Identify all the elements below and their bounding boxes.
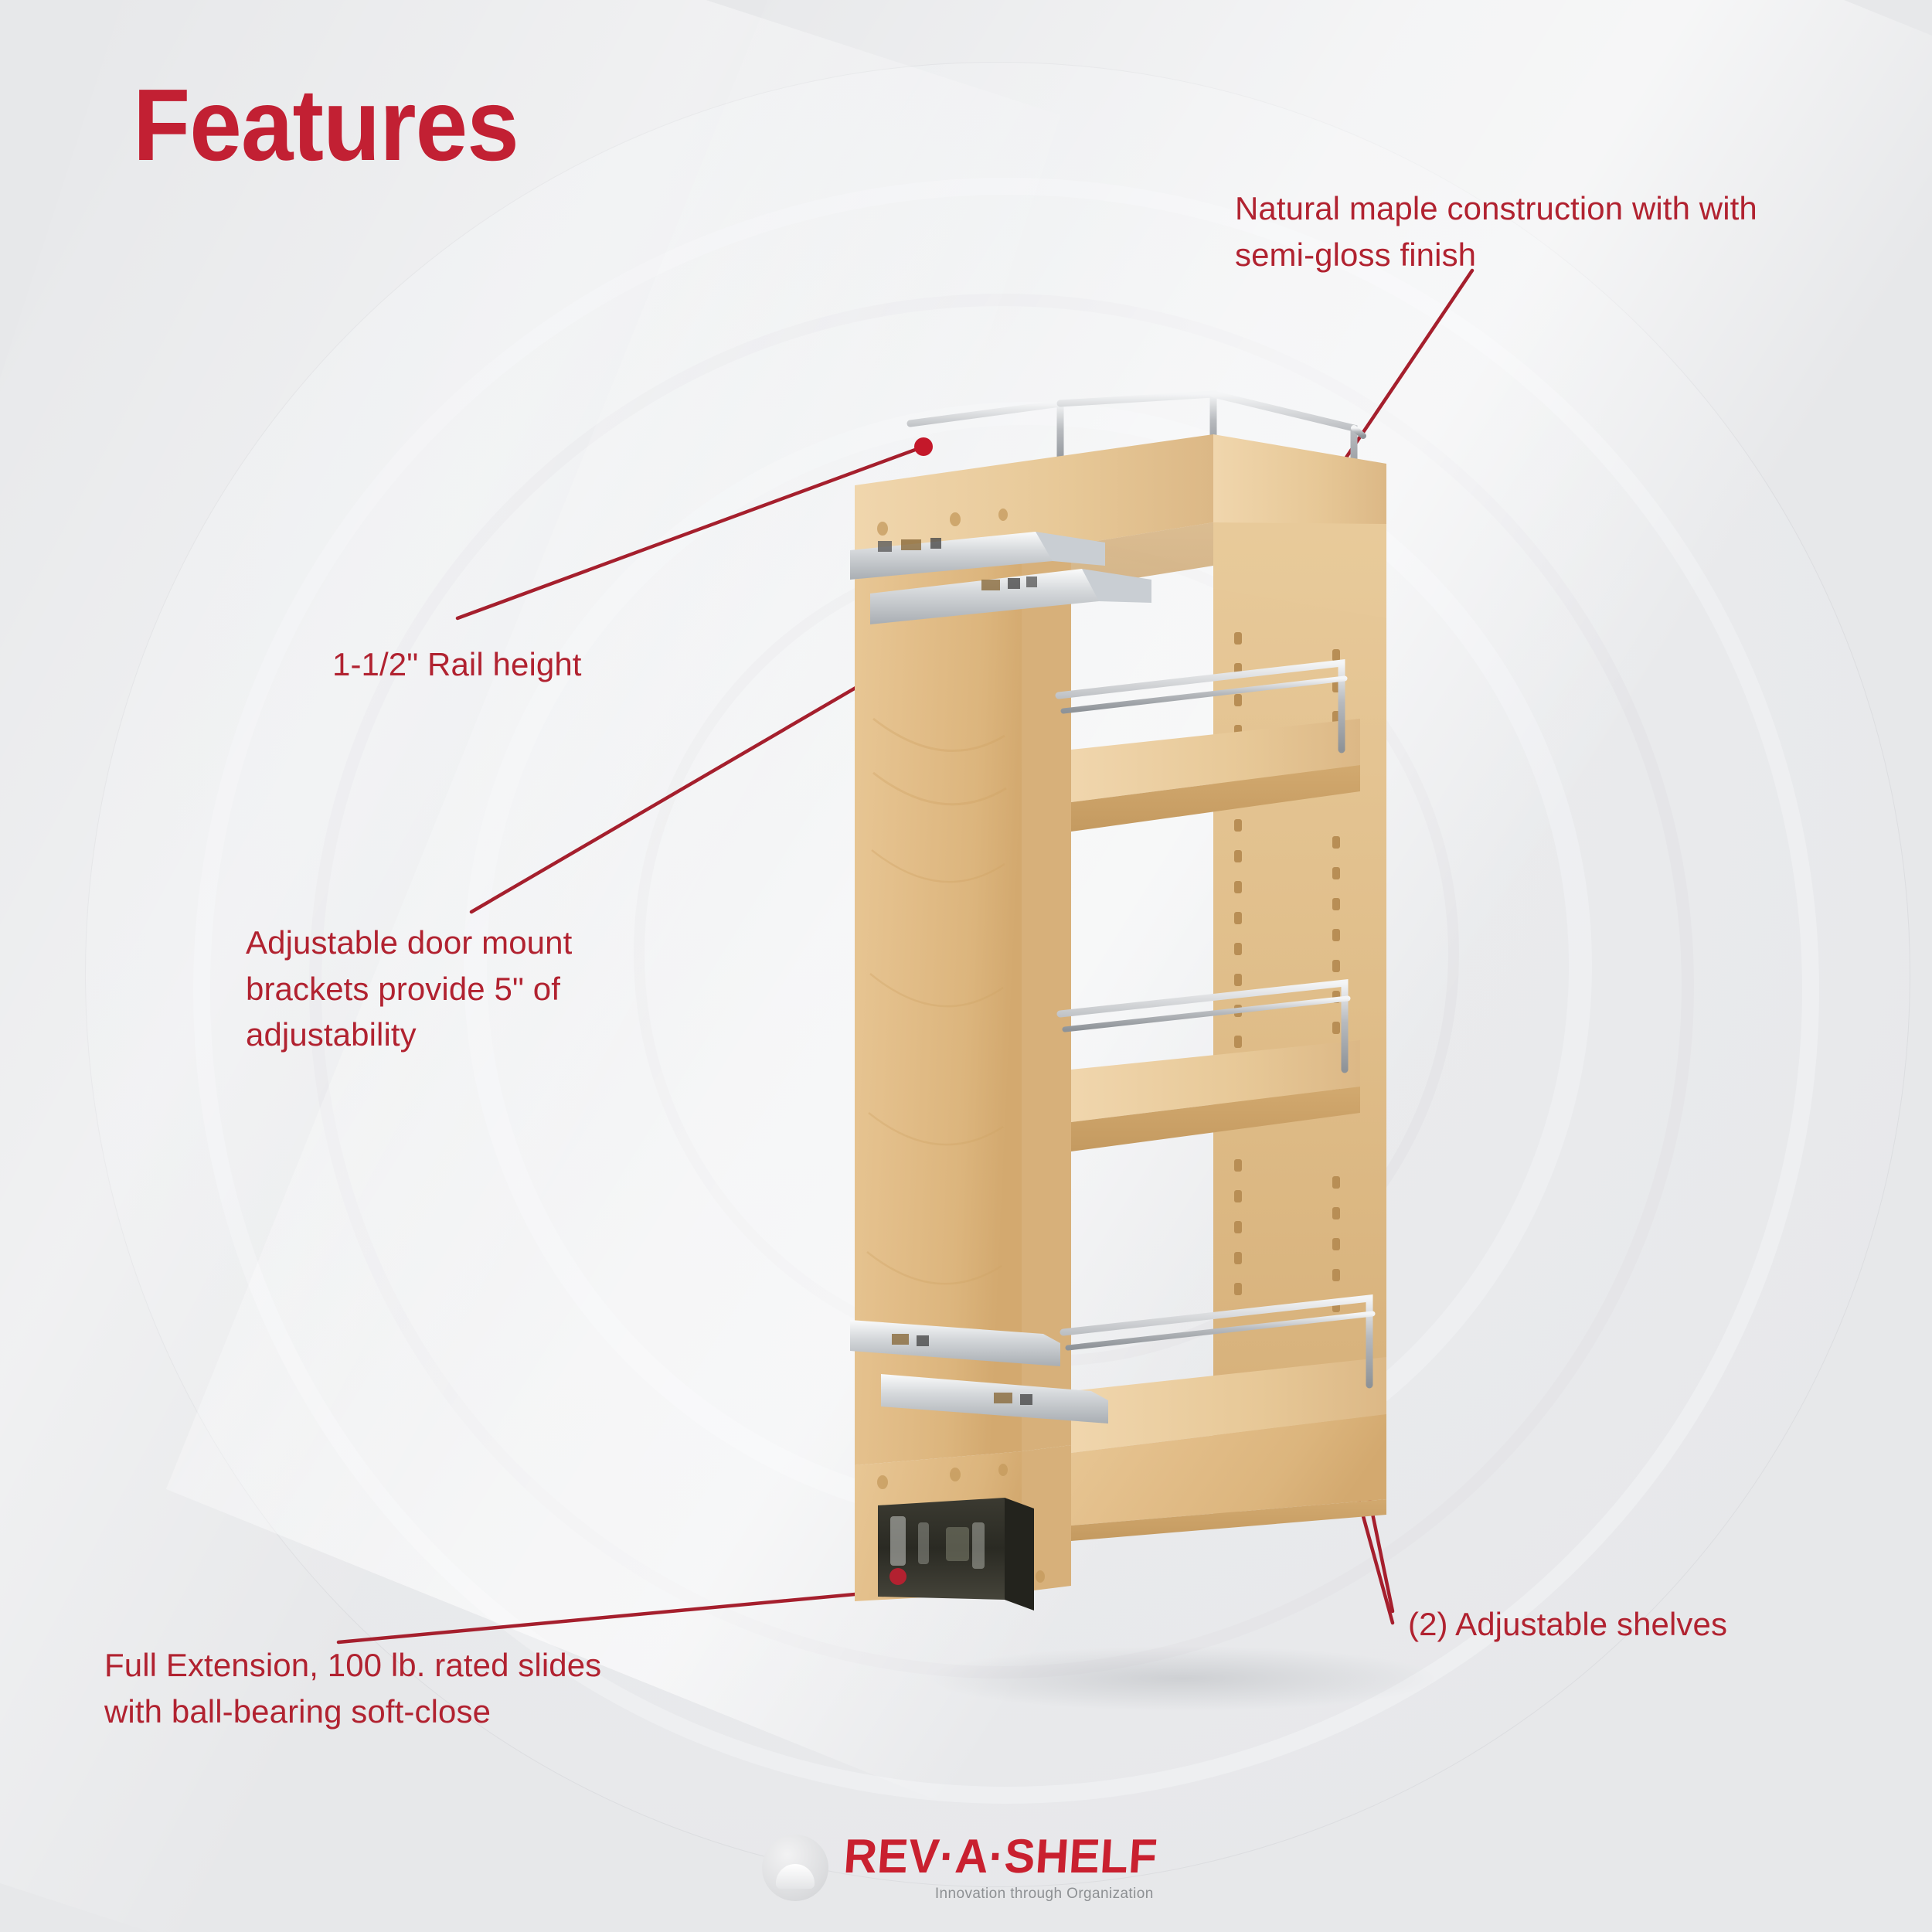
- door-mount-bracket-lower: [870, 569, 1151, 624]
- shelf-bottom: [1060, 1294, 1386, 1541]
- callout-full-extension-slides: Full Extension, 100 lb. rated slides wit…: [104, 1647, 602, 1730]
- door-mount-bracket-upper: [850, 532, 1105, 580]
- cabinet-top-board-right: [1213, 434, 1386, 524]
- cabinet-inner-divider: [1022, 546, 1071, 1451]
- full-extension-slide-hardware: [878, 1498, 1034, 1611]
- wood-grain: [866, 717, 1007, 1285]
- brand-name: REV·A·SHELF: [842, 1830, 1159, 1883]
- brand-logo: REV·A·SHELF Innovation through Organizat…: [0, 1830, 1932, 1903]
- callout-adjustable-shelves: (2) Adjustable shelves: [1408, 1606, 1728, 1642]
- shelf-upper-adjustable: [1055, 658, 1360, 832]
- bottom-slide-bracket-upper: [850, 1320, 1060, 1366]
- leader-line-rail: [455, 444, 926, 621]
- callout-rail-height: 1-1/2" Rail height: [332, 646, 582, 682]
- bottom-slide-bracket-lower: [881, 1374, 1108, 1423]
- cabinet-front-panel: [855, 552, 1022, 1465]
- leader-line-slides: [336, 1586, 923, 1645]
- assembly-screws: [877, 509, 1045, 1583]
- product-image-pullout-organizer: [850, 386, 1484, 1723]
- callout-natural-maple-construction: Natural maple construction with with sem…: [1235, 190, 1757, 273]
- rev-a-shelf-mark-icon: [761, 1835, 828, 1901]
- product-shadow: [927, 1646, 1437, 1711]
- page-title: Features: [133, 68, 519, 182]
- shelf-lower-adjustable: [1056, 978, 1360, 1151]
- callout-adjustable-door-mount-brackets: Adjustable door mount brackets provide 5…: [246, 924, 573, 1053]
- brand-tagline: Innovation through Organization: [934, 1886, 1154, 1902]
